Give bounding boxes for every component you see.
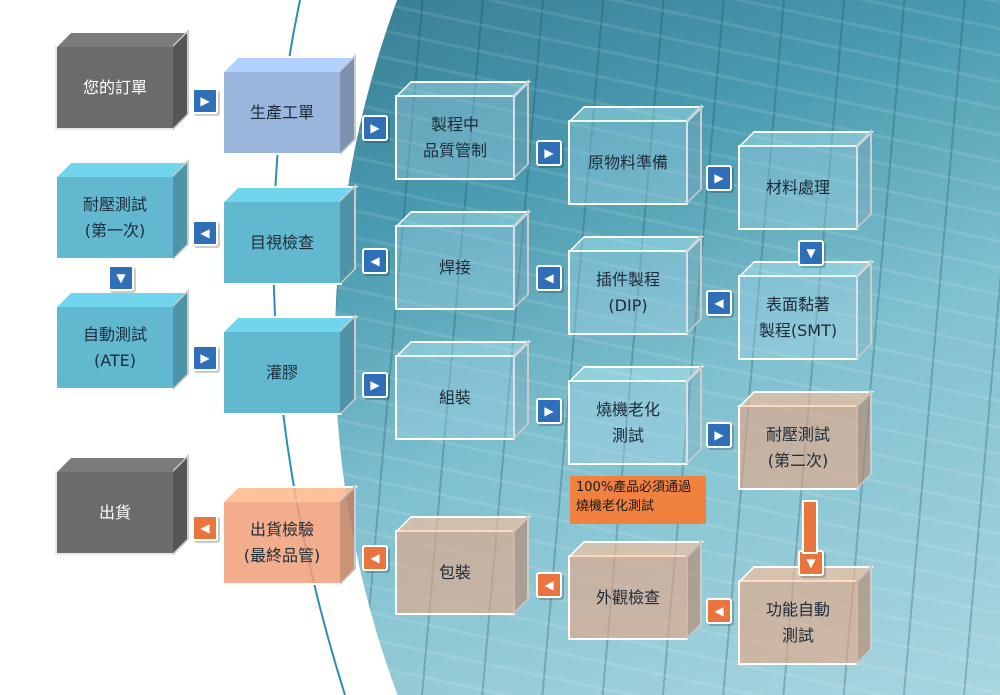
step-shipping: 出貨 (55, 470, 175, 555)
step-label-line: 出貨 (98, 502, 131, 522)
step-label-line: 燒機老化 (595, 399, 660, 419)
step-label-line: 原物料準備 (587, 152, 668, 172)
arrow-left-icon: ◀ (536, 572, 562, 598)
step-label-line: 出貨檢驗 (249, 519, 314, 539)
step-label-line: 耐壓測試 (82, 194, 147, 214)
step-production-order: 生產工單 (222, 70, 342, 155)
step-label-line: 您的訂單 (82, 77, 147, 97)
arrow-left-icon: ◀ (192, 220, 218, 246)
step-label-line: 測試 (781, 625, 814, 645)
note-line-2: 燒機老化測試 (576, 498, 655, 514)
step-label-line: 耐壓測試 (765, 424, 830, 444)
step-outgoing-inspection: 出貨檢驗 (最終品管) (222, 500, 342, 585)
step-label-line: 外觀檢查 (595, 587, 660, 607)
step-label-line: 灌膠 (265, 362, 298, 382)
step-label-line: 焊接 (438, 257, 471, 277)
step-visual-inspection: 目視檢查 (222, 200, 342, 285)
arrow-left-icon: ◀ (536, 265, 562, 291)
step-functional-auto-test: 功能自動測試 (738, 580, 858, 665)
arrow-right-icon: ▶ (536, 398, 562, 424)
step-label-line: 材料處理 (765, 177, 830, 197)
step-hipot-test-1: 耐壓測試 (第一次) (55, 175, 175, 260)
step-in-process-qc: 製程中品質管制 (395, 95, 515, 180)
step-dip-process: 插件製程 (DIP) (568, 250, 688, 335)
step-label-line: 組裝 (438, 387, 471, 407)
arrow-left-icon: ◀ (192, 515, 218, 541)
step-hipot-test-2: 耐壓測試 (第二次) (738, 405, 858, 490)
arrow-right-icon: ▶ (192, 345, 218, 371)
step-material-processing: 材料處理 (738, 145, 858, 230)
step-label-line: (第二次) (767, 450, 829, 470)
arrow-shaft-down (802, 500, 818, 554)
step-label-line: (ATE) (93, 350, 137, 370)
step-label-line: 自動測試 (82, 324, 147, 344)
step-label-line: (最終品管) (243, 545, 321, 565)
arrow-right-icon: ▶ (706, 422, 732, 448)
step-label-line: 目視檢查 (249, 232, 314, 252)
arrow-left-icon: ◀ (706, 598, 732, 624)
arrow-down-icon: ▼ (798, 550, 824, 576)
arrow-left-icon: ◀ (706, 290, 732, 316)
step-ate-test: 自動測試 (ATE) (55, 305, 175, 390)
step-label-line: 包裝 (438, 562, 471, 582)
step-smt-process: 表面黏著製程(SMT) (738, 275, 858, 360)
step-label-line: 品質管制 (422, 140, 487, 160)
note-line-1: 100%產品必須通過 (576, 480, 692, 495)
step-label-line: 製程(SMT) (758, 320, 838, 340)
arrow-down-icon: ▼ (798, 240, 824, 266)
step-assembly: 組裝 (395, 355, 515, 440)
arrow-right-icon: ▶ (362, 372, 388, 398)
burn-in-note: 100%產品必須通過 燒機老化測試 (570, 476, 706, 524)
step-packaging: 包裝 (395, 530, 515, 615)
step-label-line: (第一次) (84, 220, 146, 240)
step-your-order: 您的訂單 (55, 45, 175, 130)
step-soldering: 焊接 (395, 225, 515, 310)
step-label-line: 測試 (611, 425, 644, 445)
step-appearance-inspection: 外觀檢查 (568, 555, 688, 640)
step-label-line: 生產工單 (249, 102, 314, 122)
step-label-line: 製程中 (430, 114, 479, 134)
step-burn-in-test: 燒機老化測試 (568, 380, 688, 465)
arrow-right-icon: ▶ (192, 88, 218, 114)
arrow-left-icon: ◀ (362, 248, 388, 274)
arrow-right-icon: ▶ (706, 165, 732, 191)
arrow-left-icon: ◀ (362, 545, 388, 571)
step-label-line: 插件製程 (595, 269, 660, 289)
arrow-right-icon: ▶ (362, 115, 388, 141)
step-label-line: 表面黏著 (765, 294, 830, 314)
step-label-line: 功能自動 (765, 599, 830, 619)
step-material-prep: 原物料準備 (568, 120, 688, 205)
step-label-line: (DIP) (608, 295, 648, 315)
step-potting: 灌膠 (222, 330, 342, 415)
arrow-right-icon: ▶ (536, 140, 562, 166)
arrow-down-icon: ▼ (108, 265, 134, 291)
